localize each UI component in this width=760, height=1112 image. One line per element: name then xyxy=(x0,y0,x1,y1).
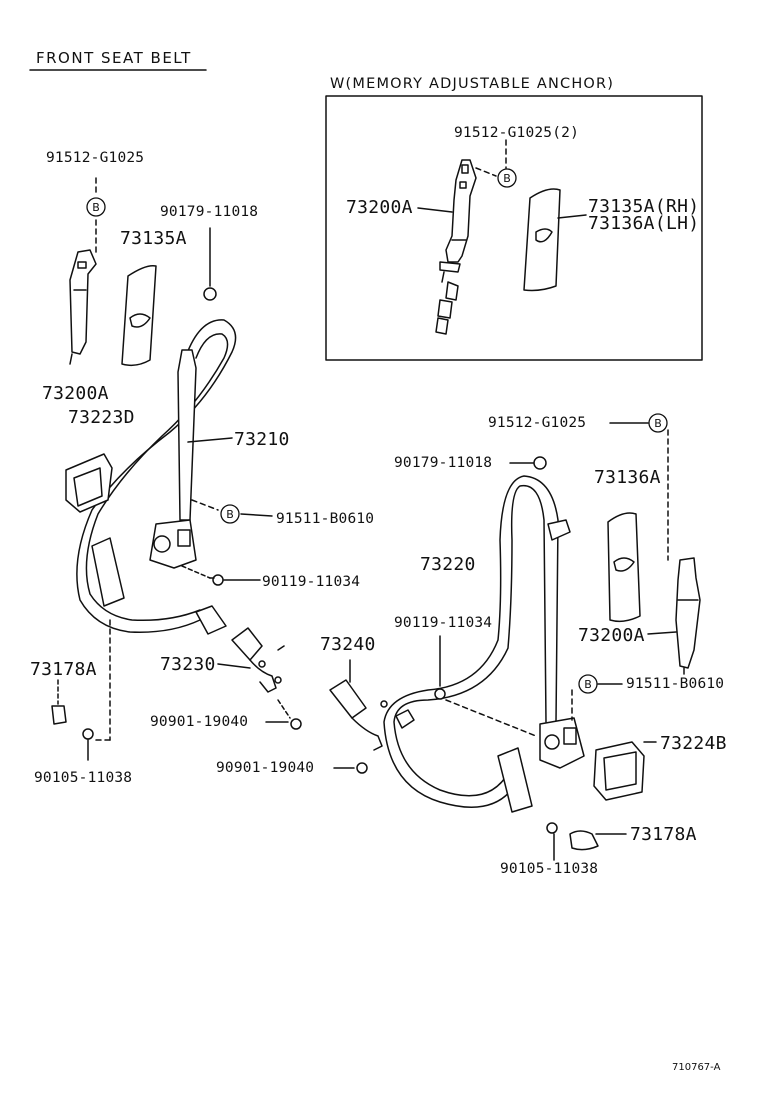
left-screw-label: 90119-11034 xyxy=(262,574,361,590)
right-screw-dash xyxy=(445,699,537,737)
left-mid-b-marker-text: B xyxy=(226,508,234,521)
right-cover-part xyxy=(607,512,641,623)
left-dash-bolt-b xyxy=(191,499,219,511)
page-title: FRONT SEAT BELT xyxy=(36,49,192,67)
right-bolt-b-label: 91511-B0610 xyxy=(626,676,725,692)
right-cap-label: 73178A xyxy=(630,824,697,845)
inset-bolt-ref-label: 91512-G1025(2) xyxy=(454,125,580,141)
left-buckle-bolt-part xyxy=(277,699,302,730)
left-leader-bolt-b xyxy=(240,513,273,517)
left-cover-part xyxy=(121,264,157,367)
inset-b-marker-text: B xyxy=(503,172,511,185)
right-buckle-part xyxy=(329,679,415,751)
right-anchor-leader xyxy=(647,631,677,635)
right-mid-b-marker: B xyxy=(578,674,598,694)
left-cover-label: 73135A xyxy=(120,228,187,249)
right-mid-b-marker-text: B xyxy=(584,678,592,691)
inset-title: W(MEMORY ADJUSTABLE ANCHOR) xyxy=(330,76,615,92)
right-buckle-bolt-part xyxy=(356,762,368,774)
left-belt-lower xyxy=(91,537,125,607)
right-top-b-marker: B xyxy=(648,413,668,433)
right-belt-lower xyxy=(497,747,533,813)
right-nut-label: 90179-11018 xyxy=(394,455,493,471)
right-bolt-ref-label: 91512-G1025 xyxy=(488,415,587,431)
right-screw-part xyxy=(434,688,446,700)
left-retractor-cover-part xyxy=(65,453,113,513)
inset-dash-b xyxy=(475,167,497,177)
right-buckle-bolt-label: 90901-19040 xyxy=(216,760,315,776)
right-cover-label: 73136A xyxy=(594,467,661,488)
right-anchor-part xyxy=(675,557,701,675)
left-nut-label: 90179-11018 xyxy=(160,204,259,220)
right-anchor-label: 73200A xyxy=(578,625,645,646)
left-retractor-cover-label: 73223D xyxy=(68,407,135,428)
right-guide xyxy=(547,519,571,541)
left-cap-label: 73178A xyxy=(30,659,97,680)
inset-leader-cover xyxy=(557,214,587,219)
left-buckle-leader xyxy=(217,663,251,669)
right-nut-part xyxy=(533,456,547,470)
left-buckle-part xyxy=(231,627,285,693)
inset-cover-part xyxy=(523,188,561,292)
left-floor-bolt-label: 90105-11038 xyxy=(34,770,133,786)
right-belt-webbing-2 xyxy=(383,475,559,808)
left-tongue-plate xyxy=(195,605,227,635)
left-anchor-label: 73200A xyxy=(42,383,109,404)
left-bolt-b-label: 91511-B0610 xyxy=(276,511,375,527)
left-buckle-label: 73230 xyxy=(160,654,216,675)
right-floor-bolt-label: 90105-11038 xyxy=(500,861,599,877)
left-belt-label: 73210 xyxy=(234,429,290,450)
left-screw-dash xyxy=(181,565,211,579)
right-belt-label: 73220 xyxy=(420,554,476,575)
right-retractor-cover-part xyxy=(593,741,645,801)
right-cap-part xyxy=(569,830,599,851)
right-floor-bolt-part xyxy=(546,822,558,834)
left-belt-webbing xyxy=(76,319,237,633)
inset-cover-lh-label: 73136A(LH) xyxy=(588,213,700,234)
inset-anchor-part xyxy=(435,159,477,335)
inset-cover-rh-label: 73135A(RH) xyxy=(588,196,700,217)
left-top-b-marker: B xyxy=(86,197,106,217)
left-leader-belt xyxy=(187,437,233,443)
inset-anchor-label: 73200A xyxy=(346,197,413,218)
left-mid-b-marker: B xyxy=(220,504,240,524)
right-retractor-cover-label: 73224B xyxy=(660,733,727,754)
left-nut-part xyxy=(203,287,217,301)
left-top-b-marker-text: B xyxy=(92,201,100,214)
inset-frame xyxy=(325,95,703,361)
left-retractor-part xyxy=(149,519,197,569)
right-retractor-part xyxy=(539,717,585,769)
right-buckle-label: 73240 xyxy=(320,634,376,655)
left-bolt-ref-label: 91512-G1025 xyxy=(46,150,145,166)
left-anchor-part xyxy=(69,249,97,365)
right-top-b-marker-text: B xyxy=(654,417,662,430)
inset-leader-anchor xyxy=(417,207,453,213)
left-belt-webbing-inner xyxy=(85,333,229,622)
right-belt-webbing xyxy=(393,484,547,797)
inset-b-marker: B xyxy=(497,168,517,188)
right-screw-label: 90119-11034 xyxy=(394,615,493,631)
left-buckle-bolt-label: 90901-19040 xyxy=(150,714,249,730)
left-screw-part xyxy=(209,574,224,586)
left-floor-bolt-part xyxy=(82,728,94,761)
left-cap-part xyxy=(51,705,67,725)
footer-code: 710767-A xyxy=(672,1062,721,1073)
